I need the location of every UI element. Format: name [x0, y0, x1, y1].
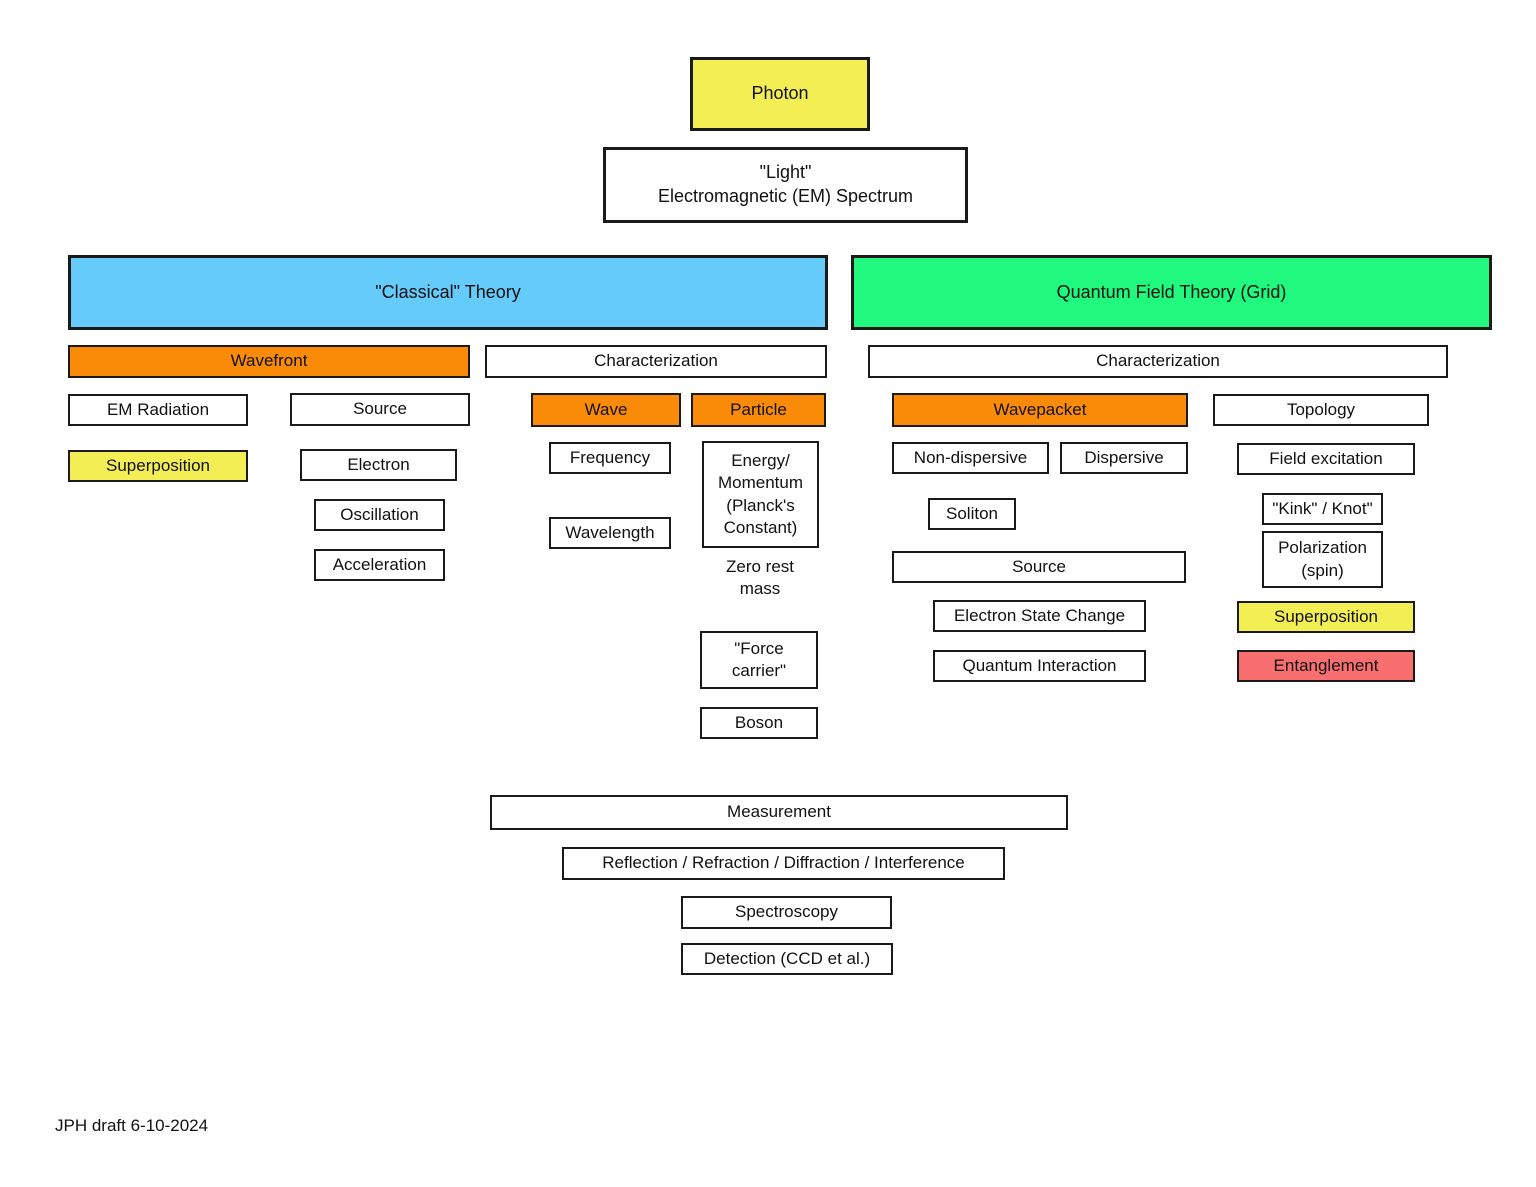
- node-classical-theory: "Classical" Theory: [68, 255, 828, 330]
- node-wave: Wave: [531, 393, 681, 427]
- node-source-quantum: Source: [892, 551, 1186, 583]
- node-characterization-classical: Characterization: [485, 345, 827, 378]
- node-em-radiation: EM Radiation: [68, 394, 248, 426]
- node-force-carrier: "Force carrier": [700, 631, 818, 689]
- node-boson: Boson: [700, 707, 818, 739]
- node-photon: Photon: [690, 57, 870, 131]
- node-oscillation: Oscillation: [314, 499, 445, 531]
- node-kink-knot: "Kink" / Knot": [1262, 493, 1383, 525]
- node-reflection-refraction: Reflection / Refraction / Diffraction / …: [562, 847, 1005, 880]
- node-light-em-spectrum: "Light" Electromagnetic (EM) Spectrum: [603, 147, 968, 223]
- node-field-excitation: Field excitation: [1237, 443, 1415, 475]
- node-characterization-quantum: Characterization: [868, 345, 1448, 378]
- node-wavelength: Wavelength: [549, 517, 671, 549]
- node-electron-state-change: Electron State Change: [933, 600, 1146, 632]
- node-electron: Electron: [300, 449, 457, 481]
- node-entanglement: Entanglement: [1237, 650, 1415, 682]
- draft-note: JPH draft 6-10-2024: [55, 1116, 209, 1135]
- node-non-dispersive: Non-dispersive: [892, 442, 1049, 474]
- label-zero-rest-mass: Zero rest mass: [725, 556, 795, 598]
- node-quantum-interaction: Quantum Interaction: [933, 650, 1146, 682]
- node-source-classical: Source: [290, 393, 470, 426]
- node-superposition-quantum: Superposition: [1237, 601, 1415, 633]
- node-topology: Topology: [1213, 394, 1429, 426]
- node-polarization-spin: Polarization (spin): [1262, 531, 1383, 588]
- node-dispersive: Dispersive: [1060, 442, 1188, 474]
- node-superposition-classical: Superposition: [68, 450, 248, 482]
- node-soliton: Soliton: [928, 498, 1016, 530]
- node-spectroscopy: Spectroscopy: [681, 896, 892, 929]
- node-particle: Particle: [691, 393, 826, 427]
- node-wavepacket: Wavepacket: [892, 393, 1188, 427]
- node-detection-ccd: Detection (CCD et al.): [681, 943, 893, 975]
- node-energy-momentum: Energy/ Momentum (Planck's Constant): [702, 441, 819, 548]
- node-frequency: Frequency: [549, 442, 671, 474]
- node-wavefront: Wavefront: [68, 345, 470, 378]
- node-measurement: Measurement: [490, 795, 1068, 830]
- node-acceleration: Acceleration: [314, 549, 445, 581]
- node-quantum-field-theory: Quantum Field Theory (Grid): [851, 255, 1492, 330]
